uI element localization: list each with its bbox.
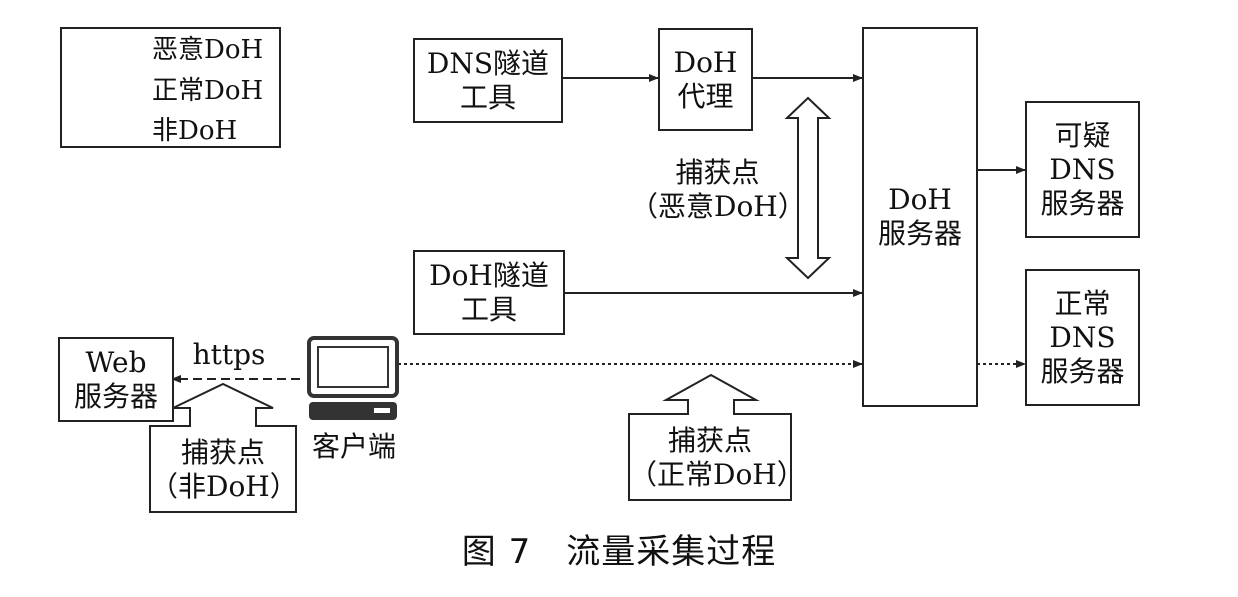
computer-icon bbox=[307, 336, 399, 420]
normal-dns-line2: DNS bbox=[1049, 320, 1116, 354]
web-server-line2: 服务器 bbox=[73, 379, 158, 413]
legend-label-non-doh: 非DoH bbox=[152, 116, 238, 146]
suspicious-dns-server-node: 可疑 DNS 服务器 bbox=[1025, 101, 1140, 238]
suspicious-dns-line3: 服务器 bbox=[1040, 186, 1125, 220]
dns-tunnel-tool-line1: DNS隧道 bbox=[426, 46, 550, 80]
doh-proxy-line1: DoH bbox=[673, 45, 738, 79]
legend: 恶意DoH 正常DoH 非DoH bbox=[60, 27, 281, 148]
legend-label-malicious: 恶意DoH bbox=[152, 35, 264, 65]
capture-non-doh-line1: 捕获点 bbox=[180, 436, 265, 469]
doh-server-node: DoH 服务器 bbox=[862, 27, 978, 407]
suspicious-dns-line1: 可疑 bbox=[1054, 118, 1111, 152]
dns-tunnel-tool-node: DNS隧道 工具 bbox=[413, 38, 563, 123]
doh-tunnel-tool-line2: 工具 bbox=[460, 292, 517, 326]
dns-tunnel-tool-line2: 工具 bbox=[459, 80, 516, 114]
normal-dns-line1: 正常 bbox=[1054, 286, 1111, 320]
doh-server-line1: DoH bbox=[888, 183, 952, 216]
https-label: https bbox=[192, 338, 266, 371]
capture-point-non-doh-label: 捕获点 （非DoH） bbox=[150, 436, 298, 504]
legend-label-normal: 正常DoH bbox=[152, 76, 264, 106]
doh-proxy-node: DoH 代理 bbox=[658, 28, 753, 131]
figure-caption: 图 7 流量采集过程 bbox=[461, 532, 777, 572]
legend-item-non-doh: 非DoH bbox=[62, 113, 279, 149]
capture-arrow-malicious bbox=[784, 96, 832, 280]
legend-item-malicious: 恶意DoH bbox=[62, 32, 279, 68]
normal-dns-line3: 服务器 bbox=[1040, 354, 1125, 388]
capture-arrow-non-doh bbox=[149, 382, 297, 513]
legend-item-normal: 正常DoH bbox=[62, 73, 279, 109]
web-server-line1: Web bbox=[85, 345, 147, 379]
client-label: 客户端 bbox=[311, 430, 396, 463]
normal-dns-server-node: 正常 DNS 服务器 bbox=[1025, 269, 1140, 406]
doh-tunnel-tool-line1: DoH隧道 bbox=[429, 258, 549, 292]
capture-point-normal-label: 捕获点 （正常DoH） bbox=[629, 424, 805, 492]
capture-normal-line2: （正常DoH） bbox=[629, 458, 805, 491]
capture-malicious-line1: 捕获点 bbox=[675, 156, 760, 189]
capture-arrow-normal bbox=[628, 373, 792, 501]
doh-server-line2: 服务器 bbox=[877, 217, 962, 250]
web-server-node: Web 服务器 bbox=[58, 337, 174, 422]
capture-point-malicious-label: 捕获点 （恶意DoH） bbox=[630, 156, 806, 224]
capture-malicious-line2: （恶意DoH） bbox=[630, 190, 806, 223]
capture-non-doh-line2: （非DoH） bbox=[150, 470, 298, 503]
suspicious-dns-line2: DNS bbox=[1049, 152, 1116, 186]
doh-tunnel-tool-node: DoH隧道 工具 bbox=[413, 250, 565, 335]
doh-proxy-line2: 代理 bbox=[677, 79, 734, 113]
capture-normal-line1: 捕获点 bbox=[667, 424, 752, 457]
